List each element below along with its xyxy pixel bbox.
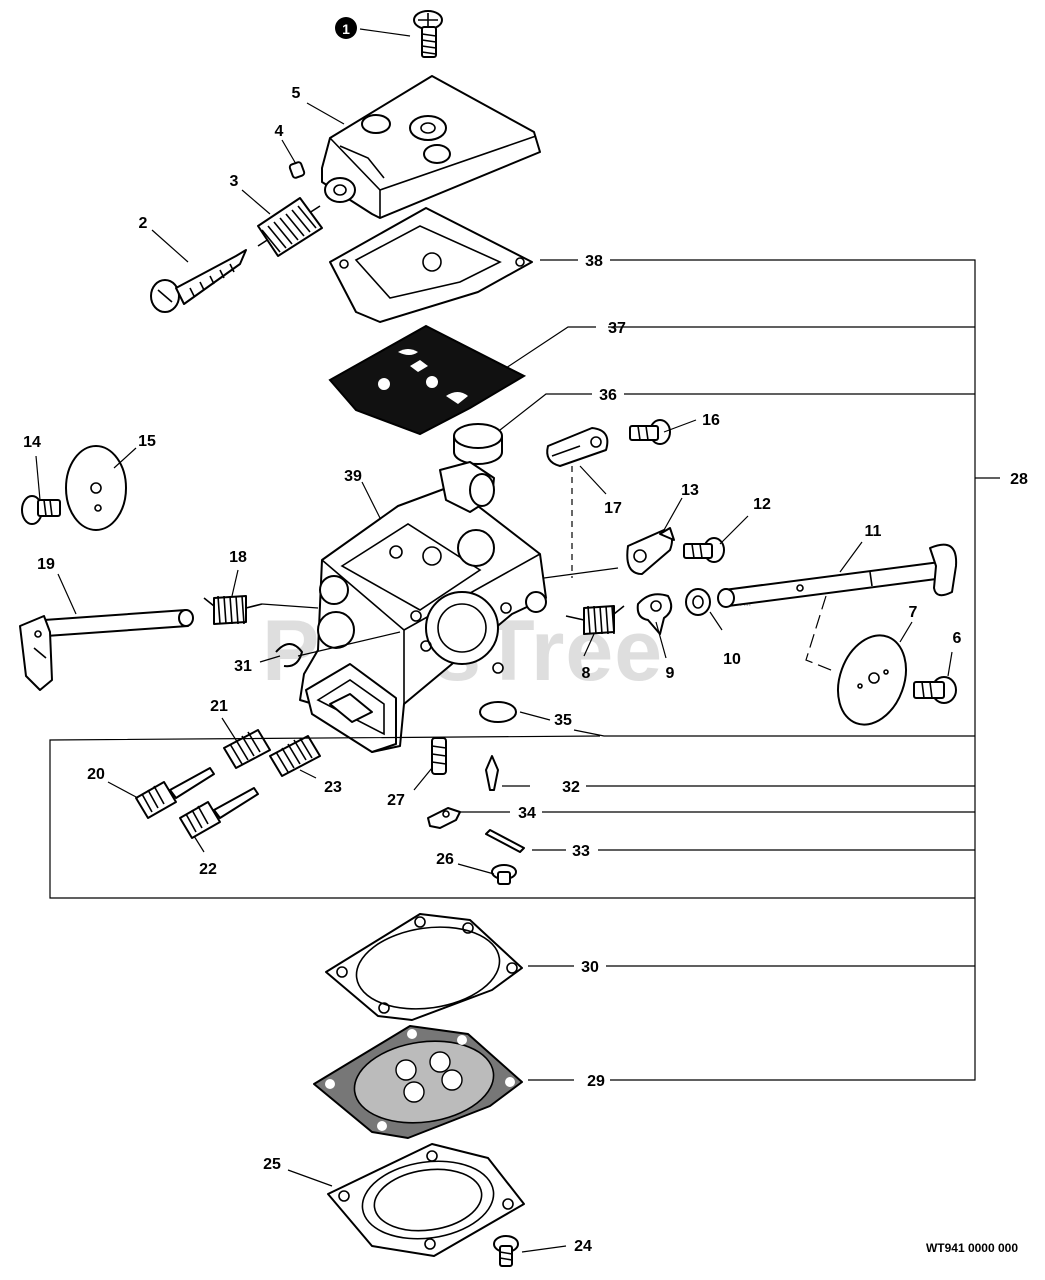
callout-15[interactable]: 15 bbox=[138, 433, 156, 450]
part-33-pin[interactable] bbox=[485, 829, 525, 853]
part-9-stop[interactable] bbox=[636, 593, 673, 635]
part-18-spring[interactable] bbox=[203, 595, 263, 625]
part-14-screw[interactable] bbox=[21, 495, 61, 525]
callout-32[interactable]: 32 bbox=[562, 779, 580, 796]
callout-23[interactable]: 23 bbox=[324, 779, 342, 796]
part-31-clip[interactable] bbox=[275, 643, 303, 668]
callout-26[interactable]: 26 bbox=[436, 851, 454, 868]
part-7-throttle-valve[interactable] bbox=[826, 626, 918, 734]
part-19-choke-shaft[interactable] bbox=[19, 609, 194, 691]
callout-8[interactable]: 8 bbox=[582, 665, 591, 682]
callout-37[interactable]: 37 bbox=[608, 320, 626, 337]
part-1-screw[interactable] bbox=[413, 10, 443, 58]
callout-28[interactable]: 28 bbox=[1010, 471, 1028, 488]
callout-30[interactable]: 30 bbox=[581, 959, 599, 976]
part-24-screw[interactable] bbox=[493, 1235, 519, 1267]
callout-20[interactable]: 20 bbox=[87, 766, 105, 783]
leader-lines bbox=[35, 28, 1000, 1253]
part-23-spring[interactable] bbox=[269, 735, 321, 777]
part-29-pump-diaphragm[interactable] bbox=[313, 1025, 523, 1139]
part-34-metering-lever[interactable] bbox=[427, 807, 461, 829]
part-10-washer[interactable] bbox=[685, 588, 711, 616]
part-32-inlet-needle[interactable] bbox=[485, 755, 499, 791]
drawing-number: WT941 0000 000 bbox=[926, 1241, 1018, 1255]
part-22-needle-screw[interactable] bbox=[179, 787, 259, 839]
callout-25[interactable]: 25 bbox=[263, 1156, 281, 1173]
callout-1[interactable]: 1 bbox=[342, 21, 350, 37]
part-35-o-ring[interactable] bbox=[479, 701, 517, 723]
part-38-gasket[interactable] bbox=[329, 207, 533, 323]
part-15-plate[interactable] bbox=[65, 445, 127, 531]
part-27-set-screw[interactable] bbox=[431, 737, 447, 775]
part-13-lever[interactable] bbox=[626, 527, 675, 575]
callout-16[interactable]: 16 bbox=[702, 412, 720, 429]
part-16-screw[interactable] bbox=[629, 419, 671, 445]
callout-11[interactable]: 11 bbox=[865, 523, 882, 540]
callout-3[interactable]: 3 bbox=[230, 173, 239, 190]
part-25-pump-cover[interactable] bbox=[327, 1143, 525, 1257]
callout-4[interactable]: 4 bbox=[275, 123, 284, 140]
part-2-screw[interactable] bbox=[150, 249, 247, 313]
callout-38[interactable]: 38 bbox=[585, 253, 603, 270]
part-26-screw[interactable] bbox=[491, 864, 517, 885]
callout-19[interactable]: 19 bbox=[37, 556, 55, 573]
callout-9[interactable]: 9 bbox=[666, 665, 675, 682]
callout-2[interactable]: 2 bbox=[139, 215, 148, 232]
part-5-pump-cover[interactable] bbox=[321, 75, 541, 219]
part-30-gasket[interactable] bbox=[325, 913, 523, 1021]
part-36-filter-screen[interactable] bbox=[453, 423, 503, 465]
part-37-diaphragm[interactable] bbox=[328, 324, 527, 436]
callout-5[interactable]: 5 bbox=[292, 85, 301, 102]
part-21-spring[interactable] bbox=[223, 729, 271, 769]
callout-21[interactable]: 21 bbox=[210, 698, 228, 715]
part-17-plate[interactable] bbox=[546, 427, 609, 467]
part-8-spring[interactable] bbox=[565, 605, 625, 635]
callout-6[interactable]: 6 bbox=[953, 630, 962, 647]
callout-17[interactable]: 17 bbox=[604, 500, 622, 517]
part-39-carburetor-body[interactable] bbox=[299, 461, 547, 753]
callout-10[interactable]: 10 bbox=[723, 651, 741, 668]
callout-22[interactable]: 22 bbox=[199, 861, 217, 878]
callout-39[interactable]: 39 bbox=[344, 468, 362, 485]
callout-33[interactable]: 33 bbox=[572, 843, 590, 860]
callout-14[interactable]: 14 bbox=[23, 434, 41, 451]
callout-18[interactable]: 18 bbox=[229, 549, 247, 566]
callout-12[interactable]: 12 bbox=[753, 496, 771, 513]
callout-24[interactable]: 24 bbox=[574, 1238, 592, 1255]
part-4-pin[interactable] bbox=[288, 161, 306, 179]
callout-31[interactable]: 31 bbox=[234, 658, 252, 675]
callout-7[interactable]: 7 bbox=[909, 604, 918, 621]
callout-36[interactable]: 36 bbox=[599, 387, 617, 404]
part-20-needle-screw[interactable] bbox=[135, 767, 215, 819]
callout-27[interactable]: 27 bbox=[387, 792, 405, 809]
part-3-spring[interactable] bbox=[257, 197, 323, 257]
callout-34[interactable]: 34 bbox=[518, 805, 536, 822]
part-12-screw[interactable] bbox=[683, 537, 725, 563]
part-11-throttle-shaft[interactable] bbox=[717, 543, 958, 608]
callout-35[interactable]: 35 bbox=[554, 712, 572, 729]
callout-29[interactable]: 29 bbox=[587, 1073, 605, 1090]
part-6-screw[interactable] bbox=[913, 676, 957, 704]
callout-1-marker bbox=[335, 17, 357, 39]
callout-13[interactable]: 13 bbox=[681, 482, 699, 499]
